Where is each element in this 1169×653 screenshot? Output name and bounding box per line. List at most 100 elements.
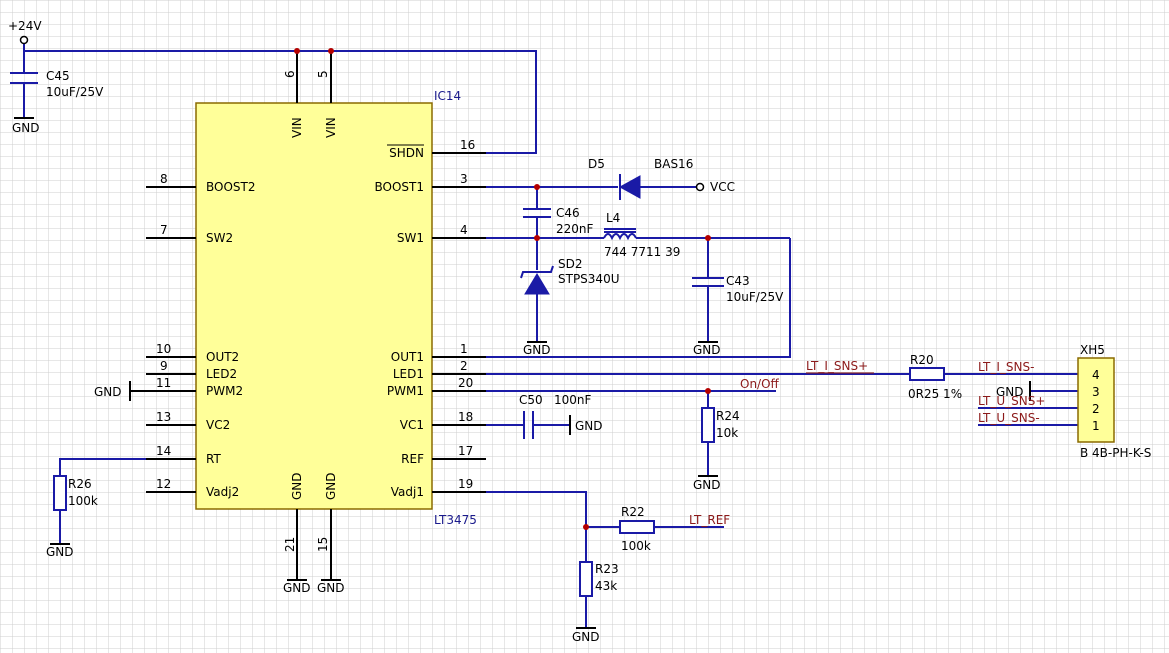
xh5-pin-4: 4 — [1092, 368, 1100, 382]
sd2-value: STPS340U — [558, 272, 620, 286]
capacitor-c43[interactable]: C43 10uF/25V — [692, 274, 784, 304]
pin-name-shdn: SHDN — [389, 146, 424, 160]
net-lt-i-sns-plus[interactable]: LT_I_SNS+ — [806, 359, 868, 373]
gnd-symbol-r24[interactable]: GND — [693, 475, 721, 492]
r22-value: 100k — [621, 539, 651, 553]
pin-name-out2: OUT2 — [206, 350, 239, 364]
pin-name-gnd-15: GND — [324, 472, 338, 500]
pin-num-15: 15 — [316, 537, 330, 552]
r23-value: 43k — [595, 579, 617, 593]
resistor-r24[interactable]: R24 10k — [701, 407, 740, 443]
vin-label: +24V — [8, 19, 42, 33]
resistor-r22[interactable]: R22 100k — [619, 505, 655, 553]
pin-num-9: 9 — [160, 359, 168, 373]
inductor-l4[interactable]: L4 744 7711 39 — [603, 211, 680, 259]
c46-ref: C46 — [556, 206, 580, 220]
capacitor-c46[interactable]: C46 220nF — [523, 206, 594, 236]
gnd-symbol-c50[interactable]: GND — [569, 415, 603, 435]
gnd-symbol-pin15[interactable]: GND — [317, 579, 345, 595]
pin-num-19: 19 — [458, 477, 473, 491]
gnd-symbol-c45[interactable]: GND — [12, 117, 40, 135]
pin-name-vadj1: Vadj1 — [391, 485, 424, 499]
pin-num-17: 17 — [458, 444, 473, 458]
pin-name-pwm2: PWM2 — [206, 384, 243, 398]
pin-name-ref: REF — [401, 452, 424, 466]
gnd-label-r26: GND — [46, 545, 74, 559]
diode-d5[interactable]: D5 BAS16 — [588, 157, 693, 200]
net-lt-i-sns-minus[interactable]: LT_I_SNS- — [978, 360, 1034, 374]
pin-num-12: 12 — [156, 477, 171, 491]
ic14-designator: IC14 — [434, 89, 461, 103]
pin-name-boost2: BOOST2 — [206, 180, 256, 194]
gnd-label-c45: GND — [12, 121, 40, 135]
d5-value: BAS16 — [654, 157, 693, 171]
pin-num-21: 21 — [283, 537, 297, 552]
gnd-label-xh5: GND — [996, 385, 1024, 399]
pin-num-10: 10 — [156, 342, 171, 356]
capacitor-c45[interactable]: C45 10uF/25V — [10, 69, 104, 99]
pin-num-14: 14 — [156, 444, 171, 458]
vcc-port[interactable]: VCC — [695, 180, 735, 194]
c50-ref: C50 — [519, 393, 543, 407]
c43-ref: C43 — [726, 274, 750, 288]
gnd-symbol-r23[interactable]: GND — [572, 627, 600, 644]
r22-ref: R22 — [621, 505, 645, 519]
vin-24v-port[interactable]: +24V — [8, 19, 42, 45]
pin-num-18: 18 — [458, 410, 473, 424]
gnd-label-pin15: GND — [317, 581, 345, 595]
pin-name-vin-6: VIN — [290, 117, 304, 138]
pin-name-led1: LED1 — [393, 367, 424, 381]
resistor-r26[interactable]: R26 100k — [53, 475, 98, 511]
r24-ref: R24 — [716, 409, 740, 423]
pin-name-vc2: VC2 — [206, 418, 230, 432]
connector-xh5[interactable]: XH5 4 3 2 1 B 4B-PH-K-S — [1077, 343, 1151, 460]
pin-num-5: 5 — [316, 70, 330, 78]
ic14-right-pins: 16 3 4 1 2 20 18 17 19 SHDN BOOST1 SW1 O… — [375, 138, 486, 499]
schottky-diode-sd2[interactable]: SD2 STPS340U — [520, 257, 620, 295]
ic14[interactable]: IC14 LT3475 — [195, 89, 477, 527]
pin-name-gnd-21: GND — [290, 472, 304, 500]
ic14-body[interactable] — [195, 102, 433, 510]
gnd-label-c50: GND — [575, 419, 603, 433]
ic14-vertical-pins: 6 5 21 15 VIN VIN GND GND — [283, 51, 338, 580]
resistor-r20[interactable]: R20 0R25 1% — [908, 353, 962, 401]
r23-ref: R23 — [595, 562, 619, 576]
net-lt-ref[interactable]: LT_REF — [689, 513, 730, 527]
r26-value: 100k — [68, 494, 98, 508]
resistor-r23[interactable]: R23 43k — [579, 561, 619, 597]
gnd-symbol-pin21[interactable]: GND — [283, 579, 311, 595]
pin-name-boost1: BOOST1 — [375, 180, 425, 194]
pin-num-20: 20 — [458, 376, 473, 390]
net-on-off[interactable]: On/Off — [740, 377, 780, 391]
vcc-label: VCC — [710, 180, 735, 194]
pin-num-2: 2 — [460, 359, 468, 373]
pin-num-13: 13 — [156, 410, 171, 424]
gnd-symbol-r26[interactable]: GND — [46, 543, 74, 559]
pin-name-sw2: SW2 — [206, 231, 233, 245]
c43-value: 10uF/25V — [726, 290, 784, 304]
gnd-label-r24: GND — [693, 478, 721, 492]
r20-value: 0R25 1% — [908, 387, 962, 401]
r24-value: 10k — [716, 426, 738, 440]
pin-num-3: 3 — [460, 172, 468, 186]
pin-num-16: 16 — [460, 138, 475, 152]
ic14-part: LT3475 — [434, 513, 477, 527]
l4-value: 744 7711 39 — [604, 245, 680, 259]
r26-ref: R26 — [68, 477, 92, 491]
capacitor-c50[interactable]: C50 100nF — [519, 393, 592, 439]
net-lt-u-sns-minus[interactable]: LT_U_SNS- — [978, 411, 1040, 425]
d5-ref: D5 — [588, 157, 605, 171]
gnd-label-pwm2: GND — [94, 385, 122, 399]
gnd-symbol-sd2[interactable]: GND — [523, 341, 551, 357]
gnd-symbol-xh5[interactable]: GND — [996, 381, 1031, 401]
pin-name-vin-5: VIN — [324, 117, 338, 138]
pin-num-1: 1 — [460, 342, 468, 356]
gnd-symbol-pwm2[interactable]: GND — [94, 381, 146, 401]
pin-name-pwm1: PWM1 — [387, 384, 424, 398]
net-lt-u-sns-plus[interactable]: LT_U_SNS+ — [978, 394, 1045, 408]
wires — [23, 44, 1078, 628]
c50-value: 100nF — [554, 393, 592, 407]
pin-num-6: 6 — [283, 70, 297, 78]
gnd-symbol-c43[interactable]: GND — [693, 341, 721, 357]
